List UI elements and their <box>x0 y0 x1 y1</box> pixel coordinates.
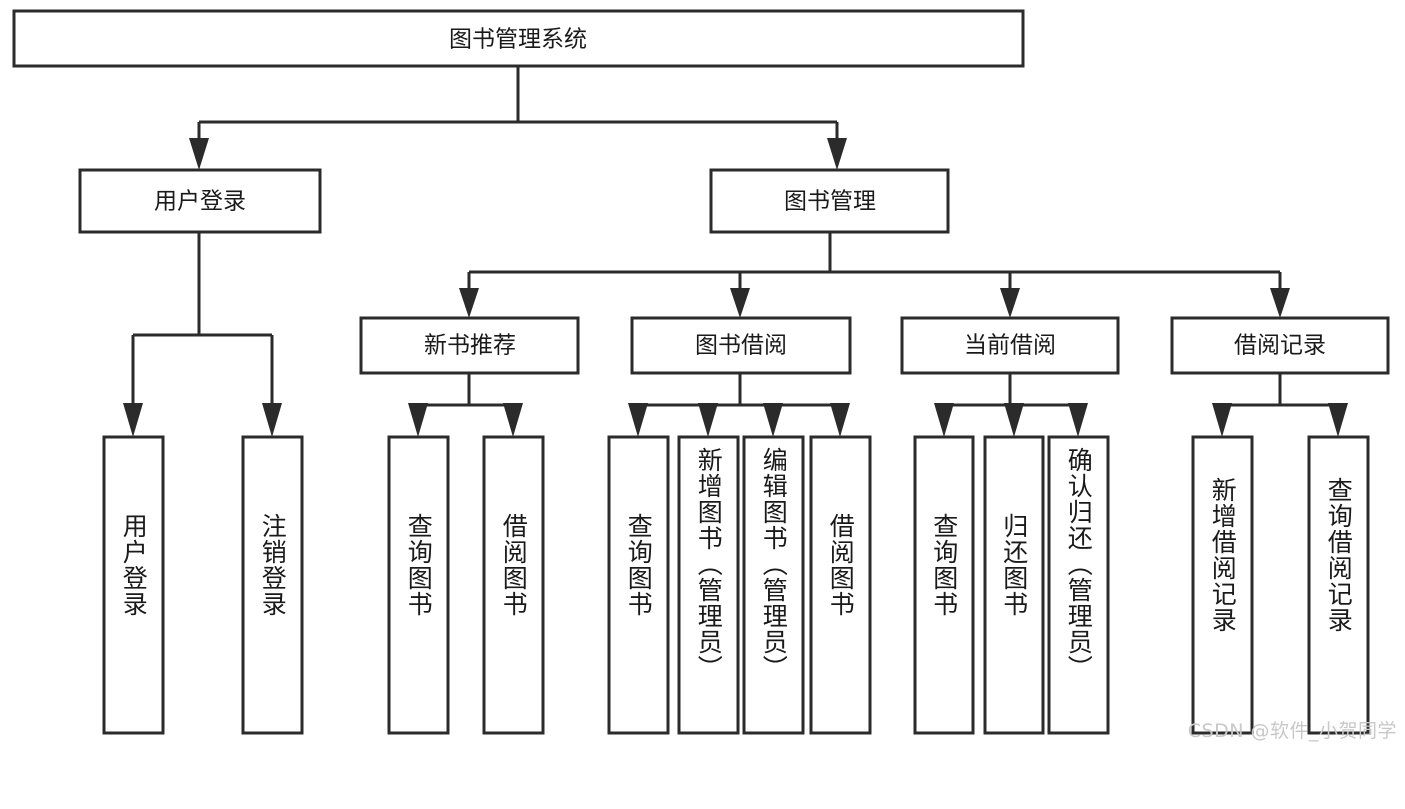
arrow-head-leaf-current-borrow-1 <box>934 403 954 437</box>
leaf-box-book-borrow-4[interactable] <box>809 435 872 735</box>
arrow-head-to-user-login <box>189 138 209 170</box>
connector-group-user-login-to-leaves <box>123 232 282 437</box>
arrow-head-leaf-book-borrow-2 <box>698 403 718 437</box>
arrow-head-leaf-book-borrow-4 <box>830 403 850 437</box>
node-borrow-record[interactable]: 借阅记录 <box>1170 316 1390 375</box>
arrow-head-leaf-borrow-record-1 <box>1212 403 1232 437</box>
connector-group-book-manage-to-level3 <box>459 232 1290 318</box>
arrow-head-leaf-borrow-record-2 <box>1328 403 1348 437</box>
connector-group-current-borrow-to-leaves <box>934 373 1088 437</box>
node-book-borrow[interactable]: 图书借阅 <box>630 316 852 375</box>
arrow-head-to-book-manage <box>827 138 847 170</box>
connector-group-book-borrow-to-leaves <box>628 373 850 437</box>
arrow-head-leaf-new-book-1 <box>408 403 428 437</box>
connector-group-new-book-to-leaves <box>408 373 523 437</box>
node-root-label: 图书管理系统 <box>449 27 587 53</box>
arrow-head-leaf-book-borrow-3 <box>763 403 783 437</box>
arrow-head-leaf-current-borrow-2 <box>1004 403 1024 437</box>
leaf-box-current-borrow-3[interactable] <box>1047 435 1110 735</box>
leaf-box-borrow-record-1[interactable] <box>1191 435 1254 735</box>
arrow-head-leaf-new-book-2 <box>503 403 523 437</box>
arrow-head-to-new-book <box>459 288 479 318</box>
arrow-head-to-book-borrow <box>730 288 750 318</box>
leaf-box-current-borrow-2[interactable] <box>983 435 1045 735</box>
node-book-borrow-box[interactable] <box>630 316 852 375</box>
leaf-box-book-borrow-1[interactable] <box>607 435 670 735</box>
node-new-book-recommend[interactable]: 新书推荐 <box>359 316 580 375</box>
leaf-box-new-book-2[interactable] <box>482 435 545 735</box>
node-current-borrow-box[interactable] <box>900 316 1120 375</box>
node-user-login-box[interactable] <box>78 168 322 234</box>
arrow-head-leaf-user-login-1 <box>123 403 143 437</box>
node-user-login-label: 用户登录 <box>154 189 246 215</box>
diagram-root: 图书管理系统 用户登录 图书管理 新书推荐 图书借阅 当前借阅 借阅记录 <box>12 9 1397 742</box>
arrow-head-leaf-current-borrow-3 <box>1068 403 1088 437</box>
arrow-head-leaf-user-login-2 <box>262 403 282 437</box>
node-borrow-record-label: 借阅记录 <box>1234 333 1326 359</box>
node-new-book-recommend-label: 新书推荐 <box>424 333 516 359</box>
leaf-box-book-borrow-2[interactable] <box>677 435 740 735</box>
connector-group-borrow-record-to-leaves <box>1212 373 1348 437</box>
node-book-manage-box[interactable] <box>709 168 950 234</box>
connector-group-root-to-level2 <box>189 66 847 170</box>
leaf-box-new-book-1[interactable] <box>387 435 450 735</box>
node-book-manage[interactable]: 图书管理 <box>709 168 950 234</box>
node-new-book-recommend-box[interactable] <box>359 316 580 375</box>
node-book-manage-label: 图书管理 <box>784 189 876 215</box>
arrow-head-to-current-borrow <box>1000 288 1020 318</box>
arrow-head-leaf-book-borrow-1 <box>628 403 648 437</box>
arrow-head-to-borrow-record <box>1270 288 1290 318</box>
node-root[interactable]: 图书管理系统 <box>12 9 1025 68</box>
watermark: CSDN @软件_小贺同学 <box>1187 720 1397 742</box>
node-user-login[interactable]: 用户登录 <box>78 168 322 234</box>
node-current-borrow[interactable]: 当前借阅 <box>900 316 1120 375</box>
node-book-borrow-label: 图书借阅 <box>695 333 787 359</box>
leaf-box-borrow-record-2[interactable] <box>1307 435 1370 735</box>
leaf-box-book-borrow-3[interactable] <box>742 435 805 735</box>
leaf-box-user-login-1[interactable] <box>102 435 165 735</box>
diagram-canvas: 图书管理系统 用户登录 图书管理 新书推荐 图书借阅 当前借阅 借阅记录 <box>12 9 1390 735</box>
leaf-box-user-login-2[interactable] <box>241 435 304 735</box>
leaf-box-current-borrow-1[interactable] <box>913 435 975 735</box>
node-current-borrow-label: 当前借阅 <box>964 333 1056 359</box>
node-root-box[interactable] <box>12 9 1025 68</box>
node-borrow-record-box[interactable] <box>1170 316 1390 375</box>
